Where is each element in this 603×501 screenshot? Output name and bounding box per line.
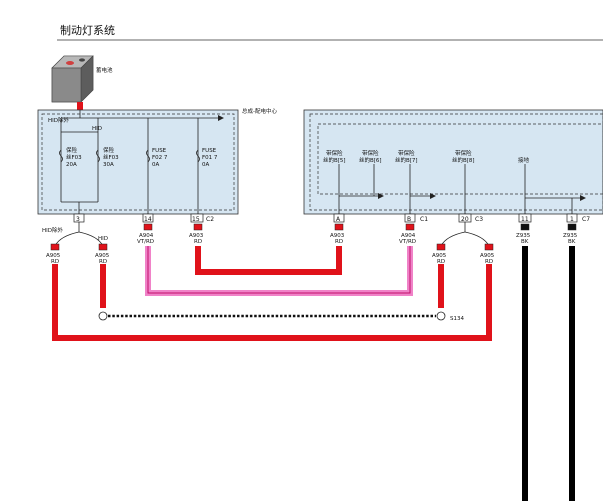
switch-b5: 带保险 丝的B[5] [323,149,346,164]
svg-text:带保险: 带保险 [362,149,379,157]
splice-node-right [436,311,446,321]
switch-b8: 带保险 丝的B[8] [452,149,475,164]
svg-text:A905: A905 [480,253,495,259]
right-branch [440,222,490,247]
svg-text:丝的B[5]: 丝的B[5] [323,156,346,164]
fuse-box-pins [73,213,204,223]
svg-text:丝的B[7]: 丝的B[7] [395,156,418,164]
svg-text:RD: RD [99,259,107,265]
pin-11: 11 [521,216,529,223]
fuse-box [37,109,239,215]
fuse-f01: FUSE F01 7 0A [202,148,218,168]
svg-text:RD: RD [335,239,343,245]
branch-hid-outer: HID除外 [42,226,63,234]
svg-text:带保险: 带保险 [455,149,472,157]
svg-text:保险: 保险 [66,146,78,154]
svg-text:RD: RD [485,259,493,265]
wire-label-a904-1: A904 VT/RD [137,233,154,245]
pin-14: 14 [144,216,152,223]
svg-text:A905: A905 [432,253,447,259]
wire-label-z935-1: Z935 BK [516,233,531,245]
switch-ground: 接地 [518,156,530,164]
svg-text:带保险: 带保险 [326,149,343,157]
svg-text:30A: 30A [103,162,114,168]
connector-stubs [50,223,577,251]
pin-3: 3 [76,216,80,223]
svg-text:RD: RD [437,259,445,265]
fuse-f02: FUSE F02 7 0A [152,148,168,168]
svg-text:A903: A903 [330,233,345,239]
wire-label-a904-2: A904 VT/RD [399,233,416,245]
wire-a903 [195,246,342,275]
right-module-box [303,109,603,215]
svg-text:F01 7: F01 7 [202,155,218,161]
svg-text:Z935: Z935 [516,233,531,239]
wire-label-z935-2: Z935 BK [563,233,578,245]
svg-text:丝的B[6]: 丝的B[6] [359,156,382,164]
svg-text:A904: A904 [139,233,154,239]
svg-text:0A: 0A [202,162,209,168]
wire-label-a905-2: A905 RD [95,253,110,265]
connector-c1: C1 [420,216,428,223]
page-title: 制动灯系统 [60,24,115,37]
svg-text:接地: 接地 [518,156,530,164]
branch-hid: HID [98,236,108,242]
svg-text:丝的B[8]: 丝的B[8] [452,156,475,164]
splice-label: S134 [450,316,464,322]
pin-a: A [336,216,341,223]
svg-text:FUSE: FUSE [202,148,217,154]
battery-icon [51,55,94,103]
connector-c2: C2 [206,216,214,223]
svg-text:带保险: 带保险 [398,149,415,157]
wire-label-a903-1: A903 RD [189,233,204,245]
svg-text:20A: 20A [66,162,77,168]
svg-text:RD: RD [194,239,202,245]
svg-text:丝F03: 丝F03 [103,153,119,161]
left-branch [54,222,104,247]
splice-node-left [98,311,108,321]
svg-text:丝F03: 丝F03 [66,153,82,161]
svg-text:0A: 0A [152,162,159,168]
svg-text:Z935: Z935 [563,233,578,239]
wire-label-a905-3: A905 RD [432,253,447,265]
svg-text:BK: BK [521,239,529,245]
pin-15: 15 [192,216,200,223]
svg-text:VT/RD: VT/RD [399,239,416,245]
connector-c3: C3 [475,216,483,223]
svg-text:A905: A905 [46,253,61,259]
wire-label-a905-1: A905 RD [46,253,61,265]
svg-text:BK: BK [568,239,576,245]
svg-text:A903: A903 [189,233,204,239]
svg-text:F02 7: F02 7 [152,155,168,161]
switch-b6: 带保险 丝的B[6] [359,149,382,164]
svg-text:A904: A904 [401,233,416,239]
pin-20: 20 [461,216,469,223]
battery-label: 蓄电池 [96,66,113,74]
switch-b7: 带保险 丝的B[7] [395,149,418,164]
fuse-box-hid-outer: HID除外 [48,116,69,124]
svg-text:保险: 保险 [103,146,115,154]
svg-text:A905: A905 [95,253,110,259]
pin-b: B [407,216,411,223]
fuse-box-hid: HID [92,126,102,132]
svg-text:VT/RD: VT/RD [137,239,154,245]
right-box-pins [333,213,578,223]
svg-text:FUSE: FUSE [152,148,167,154]
connector-c7: C7 [582,216,590,223]
svg-text:RD: RD [51,259,59,265]
wire-label-a903-2: A903 RD [330,233,345,245]
wire-label-a905-4: A905 RD [480,253,495,265]
wire-a905-outer [52,264,492,341]
fuse-f03-30a: 保险 丝F03 30A [103,146,119,168]
pin-1: 1 [570,216,574,223]
fuse-box-name: 总成-配电中心 [242,107,277,115]
fuse-f03-20a: 保险 丝F03 20A [66,146,82,168]
